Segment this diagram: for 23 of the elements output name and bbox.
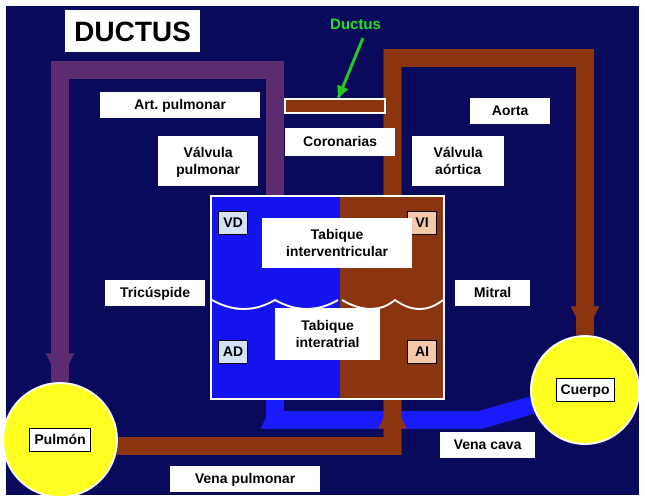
text-label: Tabique interatrial	[275, 308, 380, 360]
text-label: Coronarias	[285, 128, 395, 156]
text-label: Vena pulmonar	[170, 466, 320, 492]
text-label: Mitral	[455, 280, 530, 306]
text-label: Art. pulmonar	[100, 92, 260, 118]
leader-arrow	[336, 37, 364, 99]
blood-vessel-arrow	[384, 49, 600, 335]
chamber-label: AI	[407, 340, 437, 364]
callout-label: Ductus	[330, 16, 405, 38]
text-label: Tricúspide	[105, 280, 205, 306]
text-label: Vena cava	[440, 432, 535, 458]
node-label: Cuerpo	[556, 378, 614, 402]
text-label: Válvula aórtica	[412, 136, 504, 186]
chamber-label: VD	[218, 211, 248, 235]
text-label: Tabique interventricular	[262, 218, 412, 268]
blood-vessel-arrow	[260, 396, 535, 429]
text-label: Aorta	[470, 98, 550, 124]
ductus-vessel	[284, 98, 386, 114]
text-label: Válvula pulmonar	[158, 136, 258, 186]
node-label: Pulmón	[29, 428, 91, 452]
chamber-label: AD	[218, 340, 248, 364]
title-label: DUCTUS	[65, 10, 200, 52]
blood-vessel-arrow	[46, 61, 284, 382]
